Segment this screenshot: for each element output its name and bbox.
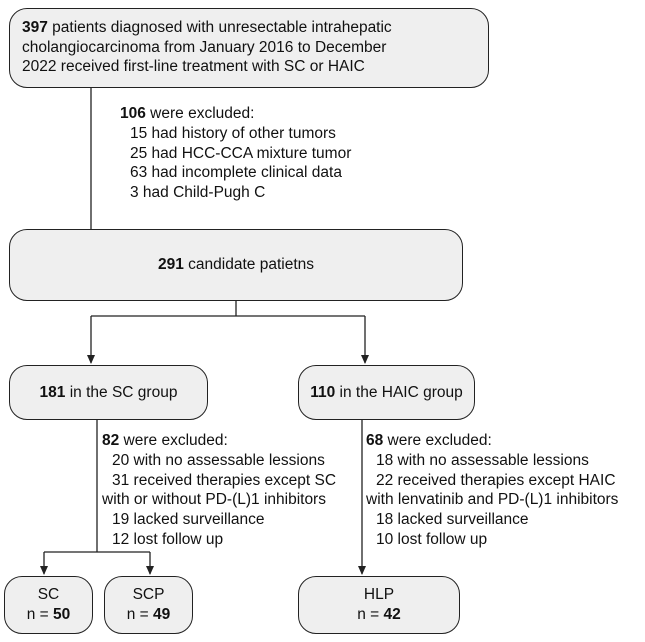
candidate-patients-box: 291 candidate patietns bbox=[9, 229, 463, 301]
exclusion-item: 20 with no assessable lessions bbox=[112, 451, 325, 469]
exclusion-item: 15 had history of other tumors bbox=[130, 124, 336, 142]
exclusion-item: with lenvatinib and PD-(L)1 inhibitors bbox=[366, 491, 619, 509]
initial-cohort-count: 397 bbox=[22, 19, 48, 36]
exclusion-item: 18 with no assessable lessions bbox=[376, 451, 589, 469]
exclusion-item: 10 lost follow up bbox=[376, 530, 488, 548]
final-group-count: n = 49 bbox=[126, 606, 171, 623]
final-group-sc: SC n = 50 bbox=[4, 576, 93, 634]
final-group-count: n = 42 bbox=[357, 606, 401, 623]
exclusion-item: 3 had Child-Pugh C bbox=[130, 184, 266, 202]
sc-group-box: 181 in the SC group bbox=[9, 365, 208, 420]
exclusion-block-haic: 68 were excluded: 18 with no assessable … bbox=[366, 431, 618, 550]
final-group-name: HLP bbox=[363, 586, 395, 603]
final-group-hlp: HLP n = 42 bbox=[298, 576, 460, 634]
final-group-scp: SCP n = 49 bbox=[104, 576, 193, 634]
exclusion-item: 63 had incomplete clinical data bbox=[130, 164, 342, 182]
sc-group-text: 181 in the SC group bbox=[39, 383, 178, 401]
initial-cohort-box: 397 patients diagnosed with unresectable… bbox=[9, 8, 489, 88]
exclusion-item: with or without PD-(L)1 inhibitors bbox=[102, 491, 326, 509]
final-group-name: SC bbox=[37, 586, 60, 603]
exclusion-heading: 68 were excluded: bbox=[366, 432, 492, 449]
exclusion-item: 19 lacked surveillance bbox=[112, 511, 265, 529]
exclusion-item: 25 had HCC-CCA mixture tumor bbox=[130, 144, 352, 162]
candidate-patients-text: 291 candidate patietns bbox=[158, 256, 314, 273]
haic-group-text: 110 in the HAIC group bbox=[310, 383, 463, 401]
exclusion-item: 18 lacked surveillance bbox=[376, 511, 529, 529]
haic-group-box: 110 in the HAIC group bbox=[298, 365, 475, 420]
exclusion-heading: 106 were excluded: bbox=[120, 105, 255, 122]
exclusion-item: 31 received therapies except SC bbox=[112, 471, 337, 489]
initial-cohort-line-1: 397 patients diagnosed with unresectable… bbox=[22, 19, 392, 36]
exclusion-item: 22 received therapies except HAIC bbox=[376, 471, 616, 489]
exclusion-item: 12 lost follow up bbox=[112, 530, 224, 548]
exclusion-heading: 82 were excluded: bbox=[102, 432, 228, 449]
final-group-name: SCP bbox=[132, 586, 165, 603]
final-group-count: n = 50 bbox=[26, 606, 71, 623]
initial-cohort-line-3: 2022 received first-line treatment with … bbox=[22, 58, 365, 75]
initial-cohort-line-2: cholangiocarcinoma from January 2016 to … bbox=[22, 38, 387, 56]
exclusion-block-sc: 82 were excluded: 20 with no assessable … bbox=[102, 431, 336, 550]
exclusion-block-initial: 106 were excluded: 15 had history of oth… bbox=[120, 104, 351, 203]
